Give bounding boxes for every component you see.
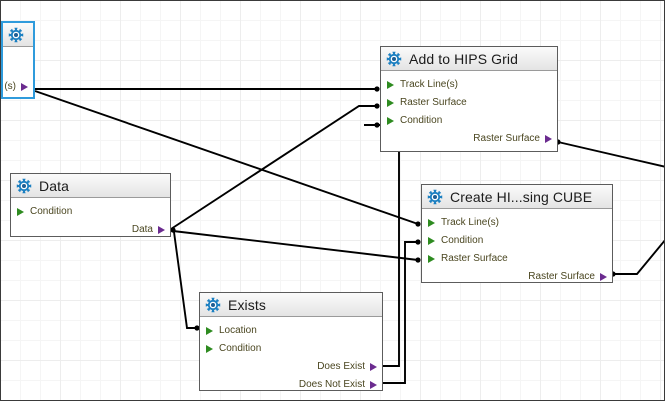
node-body-partial-top-left: (s) — [3, 47, 33, 100]
input-port-add-to-hips-grid-1[interactable]: Raster Surface — [381, 94, 557, 112]
gear-icon — [205, 297, 221, 312]
output-port-label: Raster Surface — [528, 271, 595, 282]
input-port-data-0[interactable]: Condition — [11, 203, 170, 221]
wire-w8[interactable] — [557, 141, 665, 168]
node-header-data[interactable]: Data — [11, 174, 170, 198]
output-port-triangle-icon[interactable] — [370, 363, 377, 371]
output-port-data-0[interactable]: Data — [11, 221, 170, 239]
input-port-triangle-icon[interactable] — [428, 237, 435, 245]
output-port-label: Data — [131, 224, 153, 235]
input-port-create-hips-cube-2[interactable]: Raster Surface — [422, 250, 612, 268]
wire-endpoint-dot — [170, 227, 176, 233]
output-port-create-hips-cube-0[interactable]: Raster Surface — [422, 268, 612, 286]
node-title-data: Data — [39, 177, 69, 194]
output-port-label: (s) — [4, 81, 16, 92]
input-port-create-hips-cube-0[interactable]: Track Line(s) — [422, 214, 612, 232]
input-port-add-to-hips-grid-0[interactable]: Track Line(s) — [381, 76, 557, 94]
node-partial-top-left[interactable]: (s) — [1, 21, 35, 99]
node-title-exists: Exists — [228, 296, 266, 313]
output-port-triangle-icon[interactable] — [545, 135, 552, 143]
output-port-add-to-hips-grid-0[interactable]: Raster Surface — [381, 130, 557, 148]
wire-endpoint-dot — [415, 221, 421, 227]
input-port-label: Condition — [441, 235, 484, 246]
gear-icon — [427, 189, 443, 204]
output-port-label: Does Exist — [317, 361, 365, 372]
input-port-label: Location — [219, 325, 257, 336]
output-port-exists-1[interactable]: Does Not Exist — [200, 376, 382, 394]
input-port-triangle-icon[interactable] — [206, 327, 213, 335]
node-header-create-hips-cube[interactable]: Create HI...sing CUBE — [422, 185, 612, 209]
gear-icon — [386, 51, 402, 66]
wire-endpoint-dot — [374, 86, 380, 92]
wire-w4[interactable] — [172, 230, 419, 261]
input-port-triangle-icon[interactable] — [428, 219, 435, 227]
wire-endpoint-dot — [374, 103, 380, 109]
input-port-triangle-icon[interactable] — [17, 208, 24, 216]
node-header-partial-top-left[interactable] — [3, 23, 33, 47]
input-port-label: Condition — [400, 115, 443, 126]
gear-icon — [16, 178, 32, 193]
wire-w5[interactable] — [173, 231, 197, 329]
node-header-exists[interactable]: Exists — [200, 293, 382, 317]
output-port-triangle-icon[interactable] — [21, 83, 28, 91]
input-port-label: Raster Surface — [400, 97, 467, 108]
wire-w9[interactable] — [613, 239, 665, 275]
input-port-exists-1[interactable]: Condition — [200, 340, 382, 358]
input-port-exists-0[interactable]: Location — [200, 322, 382, 340]
output-port-triangle-icon[interactable] — [370, 381, 377, 389]
wire-endpoint-dot — [415, 257, 421, 263]
wire-endpoint-dot — [374, 122, 380, 128]
output-port-exists-0[interactable]: Does Exist — [200, 358, 382, 376]
input-port-triangle-icon[interactable] — [206, 345, 213, 353]
port-spacer — [3, 52, 33, 78]
input-port-label: Raster Surface — [441, 253, 508, 264]
node-title-add-to-hips-grid: Add to HIPS Grid — [409, 50, 518, 67]
input-port-label: Track Line(s) — [400, 79, 458, 90]
node-title-create-hips-cube: Create HI...sing CUBE — [450, 188, 593, 205]
input-port-triangle-icon[interactable] — [387, 99, 394, 107]
wire-w7[interactable] — [383, 241, 418, 384]
output-port-triangle-icon[interactable] — [600, 273, 607, 281]
input-port-triangle-icon[interactable] — [428, 255, 435, 263]
input-port-label: Track Line(s) — [441, 217, 499, 228]
output-port-partial-top-left-0[interactable]: (s) — [3, 78, 33, 96]
input-port-triangle-icon[interactable] — [387, 81, 394, 89]
output-port-label: Raster Surface — [473, 133, 540, 144]
gear-icon — [8, 27, 24, 42]
output-port-triangle-icon[interactable] — [158, 226, 165, 234]
node-header-add-to-hips-grid[interactable]: Add to HIPS Grid — [381, 47, 557, 71]
node-create-hips-cube[interactable]: Create HI...sing CUBE Track Line(s) Condit… — [421, 184, 613, 283]
output-port-label: Does Not Exist — [298, 379, 365, 390]
input-port-label: Condition — [219, 343, 262, 354]
wire-w3[interactable] — [170, 105, 377, 230]
input-port-add-to-hips-grid-2[interactable]: Condition — [381, 112, 557, 130]
input-port-triangle-icon[interactable] — [387, 117, 394, 125]
wire-endpoint-dot — [415, 239, 421, 245]
input-port-create-hips-cube-1[interactable]: Condition — [422, 232, 612, 250]
input-port-label: Condition — [30, 206, 73, 217]
